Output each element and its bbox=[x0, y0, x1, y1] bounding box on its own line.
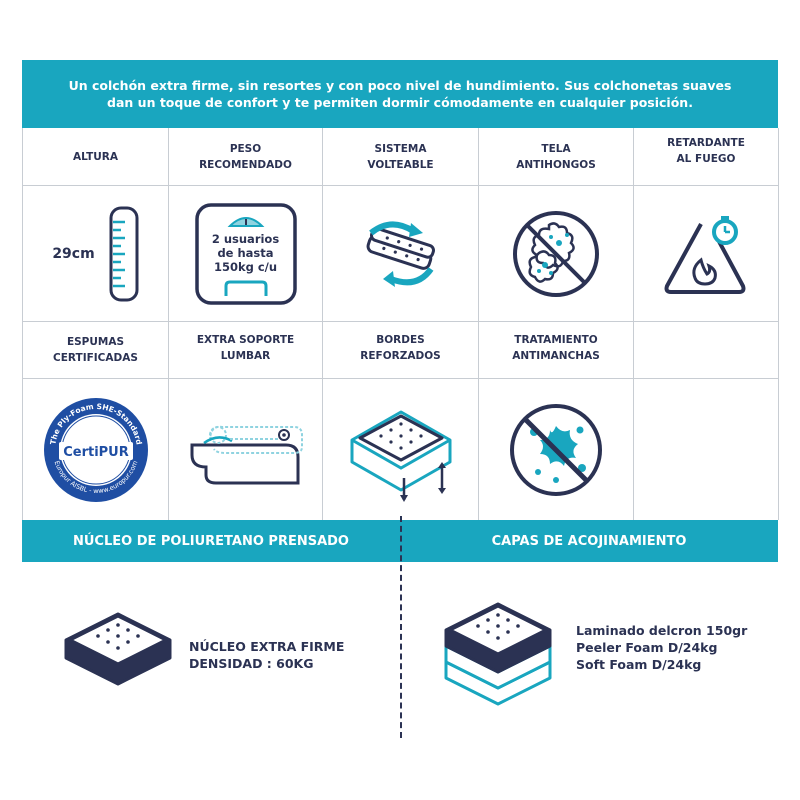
layer-item: Laminado delcron 150gr bbox=[576, 623, 748, 638]
reinforced-edges-icon bbox=[350, 410, 451, 502]
intro-banner: Un colchón extra firme, sin resortes y c… bbox=[22, 60, 778, 128]
peso-value: 2 usuarios de hasta 150kg c/u bbox=[211, 231, 280, 274]
layers-list: Laminado delcron 150gr Peeler Foam D/24k… bbox=[576, 622, 747, 673]
feature-title-lumbar: EXTRA SOPORTE LUMBAR bbox=[196, 334, 295, 362]
feature-title-retardante: RETARDANTE AL FUEGO bbox=[667, 136, 745, 165]
altura-value: 29cm bbox=[52, 245, 95, 262]
layer-item: Soft Foam D/24kg bbox=[576, 657, 702, 672]
core-description: NÚCLEO EXTRA FIRME DENSIDAD : 60KG bbox=[189, 638, 344, 672]
layers-stack-icon bbox=[444, 602, 552, 706]
core-firmness: NÚCLEO EXTRA FIRME bbox=[189, 639, 345, 654]
core-block-icon bbox=[64, 612, 172, 686]
core-section-header: NÚCLEO DE POLIURETANO PRENSADO bbox=[22, 520, 400, 562]
feature-grid: ALTURA PESO RECOMENDADO SISTEMA VOLTEABL… bbox=[22, 128, 779, 520]
no-fungus-icon bbox=[513, 210, 599, 297]
feature-espumas: The Ply-Foam SHE-Standard Europur AISBL … bbox=[23, 379, 168, 520]
section-divider bbox=[400, 516, 402, 738]
flip-mattress-icon bbox=[366, 221, 435, 287]
feature-antihongos bbox=[479, 186, 633, 321]
feature-peso: 2 usuarios de hasta 150kg c/u bbox=[169, 186, 322, 321]
feature-title-antimanchas: TRATAMIENTO ANTIMANCHAS bbox=[512, 334, 600, 362]
feature-title-peso: PESO RECOMENDADO bbox=[199, 142, 292, 171]
lumbar-support-icon bbox=[190, 425, 303, 484]
feature-bordes bbox=[323, 379, 478, 520]
feature-title-antihongos: TELA ANTIHONGOS bbox=[516, 142, 596, 171]
ruler-icon bbox=[109, 206, 139, 301]
certipur-seal-icon: The Ply-Foam SHE-Standard Europur AISBL … bbox=[43, 397, 148, 502]
layer-item: Peeler Foam D/24kg bbox=[576, 640, 718, 655]
layers-section-header: CAPAS DE ACOJINAMIENTO bbox=[400, 520, 778, 562]
scale-icon bbox=[194, 202, 297, 305]
fire-warning-icon bbox=[664, 215, 746, 294]
feature-retardante bbox=[634, 186, 778, 321]
no-stain-icon bbox=[510, 403, 602, 496]
feature-title-altura: ALTURA bbox=[73, 150, 118, 163]
feature-volteable bbox=[323, 186, 478, 321]
feature-altura: 29cm bbox=[23, 186, 168, 321]
intro-line-2: dan un toque de confort y te permiten do… bbox=[107, 95, 693, 110]
feature-antimanchas bbox=[479, 379, 633, 520]
svg-text:CertiPUR: CertiPUR bbox=[63, 445, 129, 460]
core-density: DENSIDAD : 60KG bbox=[189, 656, 314, 671]
feature-title-espumas: ESPUMAS CERTIFICADAS bbox=[53, 336, 138, 364]
feature-title-bordes: BORDES REFORZADOS bbox=[360, 334, 441, 362]
intro-line-1: Un colchón extra firme, sin resortes y c… bbox=[68, 78, 732, 93]
feature-lumbar bbox=[169, 379, 322, 520]
feature-title-volteable: SISTEMA VOLTEABLE bbox=[367, 142, 434, 171]
